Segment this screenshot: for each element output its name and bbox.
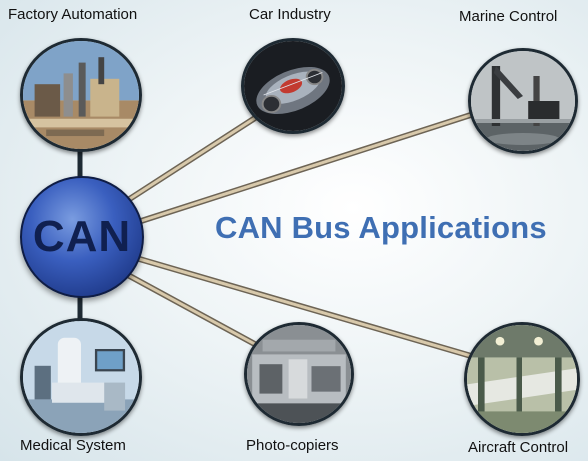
- diagram-title: CAN Bus Applications: [215, 210, 547, 245]
- label-photo-copiers: Photo-copiers: [246, 437, 339, 454]
- cable-aircraft: [133, 255, 481, 361]
- label-aircraft-control: Aircraft Control: [468, 439, 569, 456]
- marine-photo: [468, 48, 578, 154]
- label-marine-control: Marine Control: [459, 8, 558, 25]
- factory-photo: [20, 38, 142, 152]
- medical-photo: [20, 318, 142, 436]
- aircraft-photo: [464, 322, 580, 436]
- label-car-industry: Car Industry: [249, 6, 331, 23]
- can-hub-label: CAN: [32, 212, 132, 261]
- cable-marine: [135, 109, 483, 225]
- label-factory-automation: Factory Automation: [8, 6, 138, 23]
- cable-car: [125, 115, 258, 203]
- copier-photo: [244, 322, 354, 426]
- cable-copier: [123, 271, 265, 351]
- can-hub: CAN: [20, 176, 144, 298]
- car-photo: [241, 38, 345, 134]
- label-medical-system: Medical System: [20, 437, 126, 454]
